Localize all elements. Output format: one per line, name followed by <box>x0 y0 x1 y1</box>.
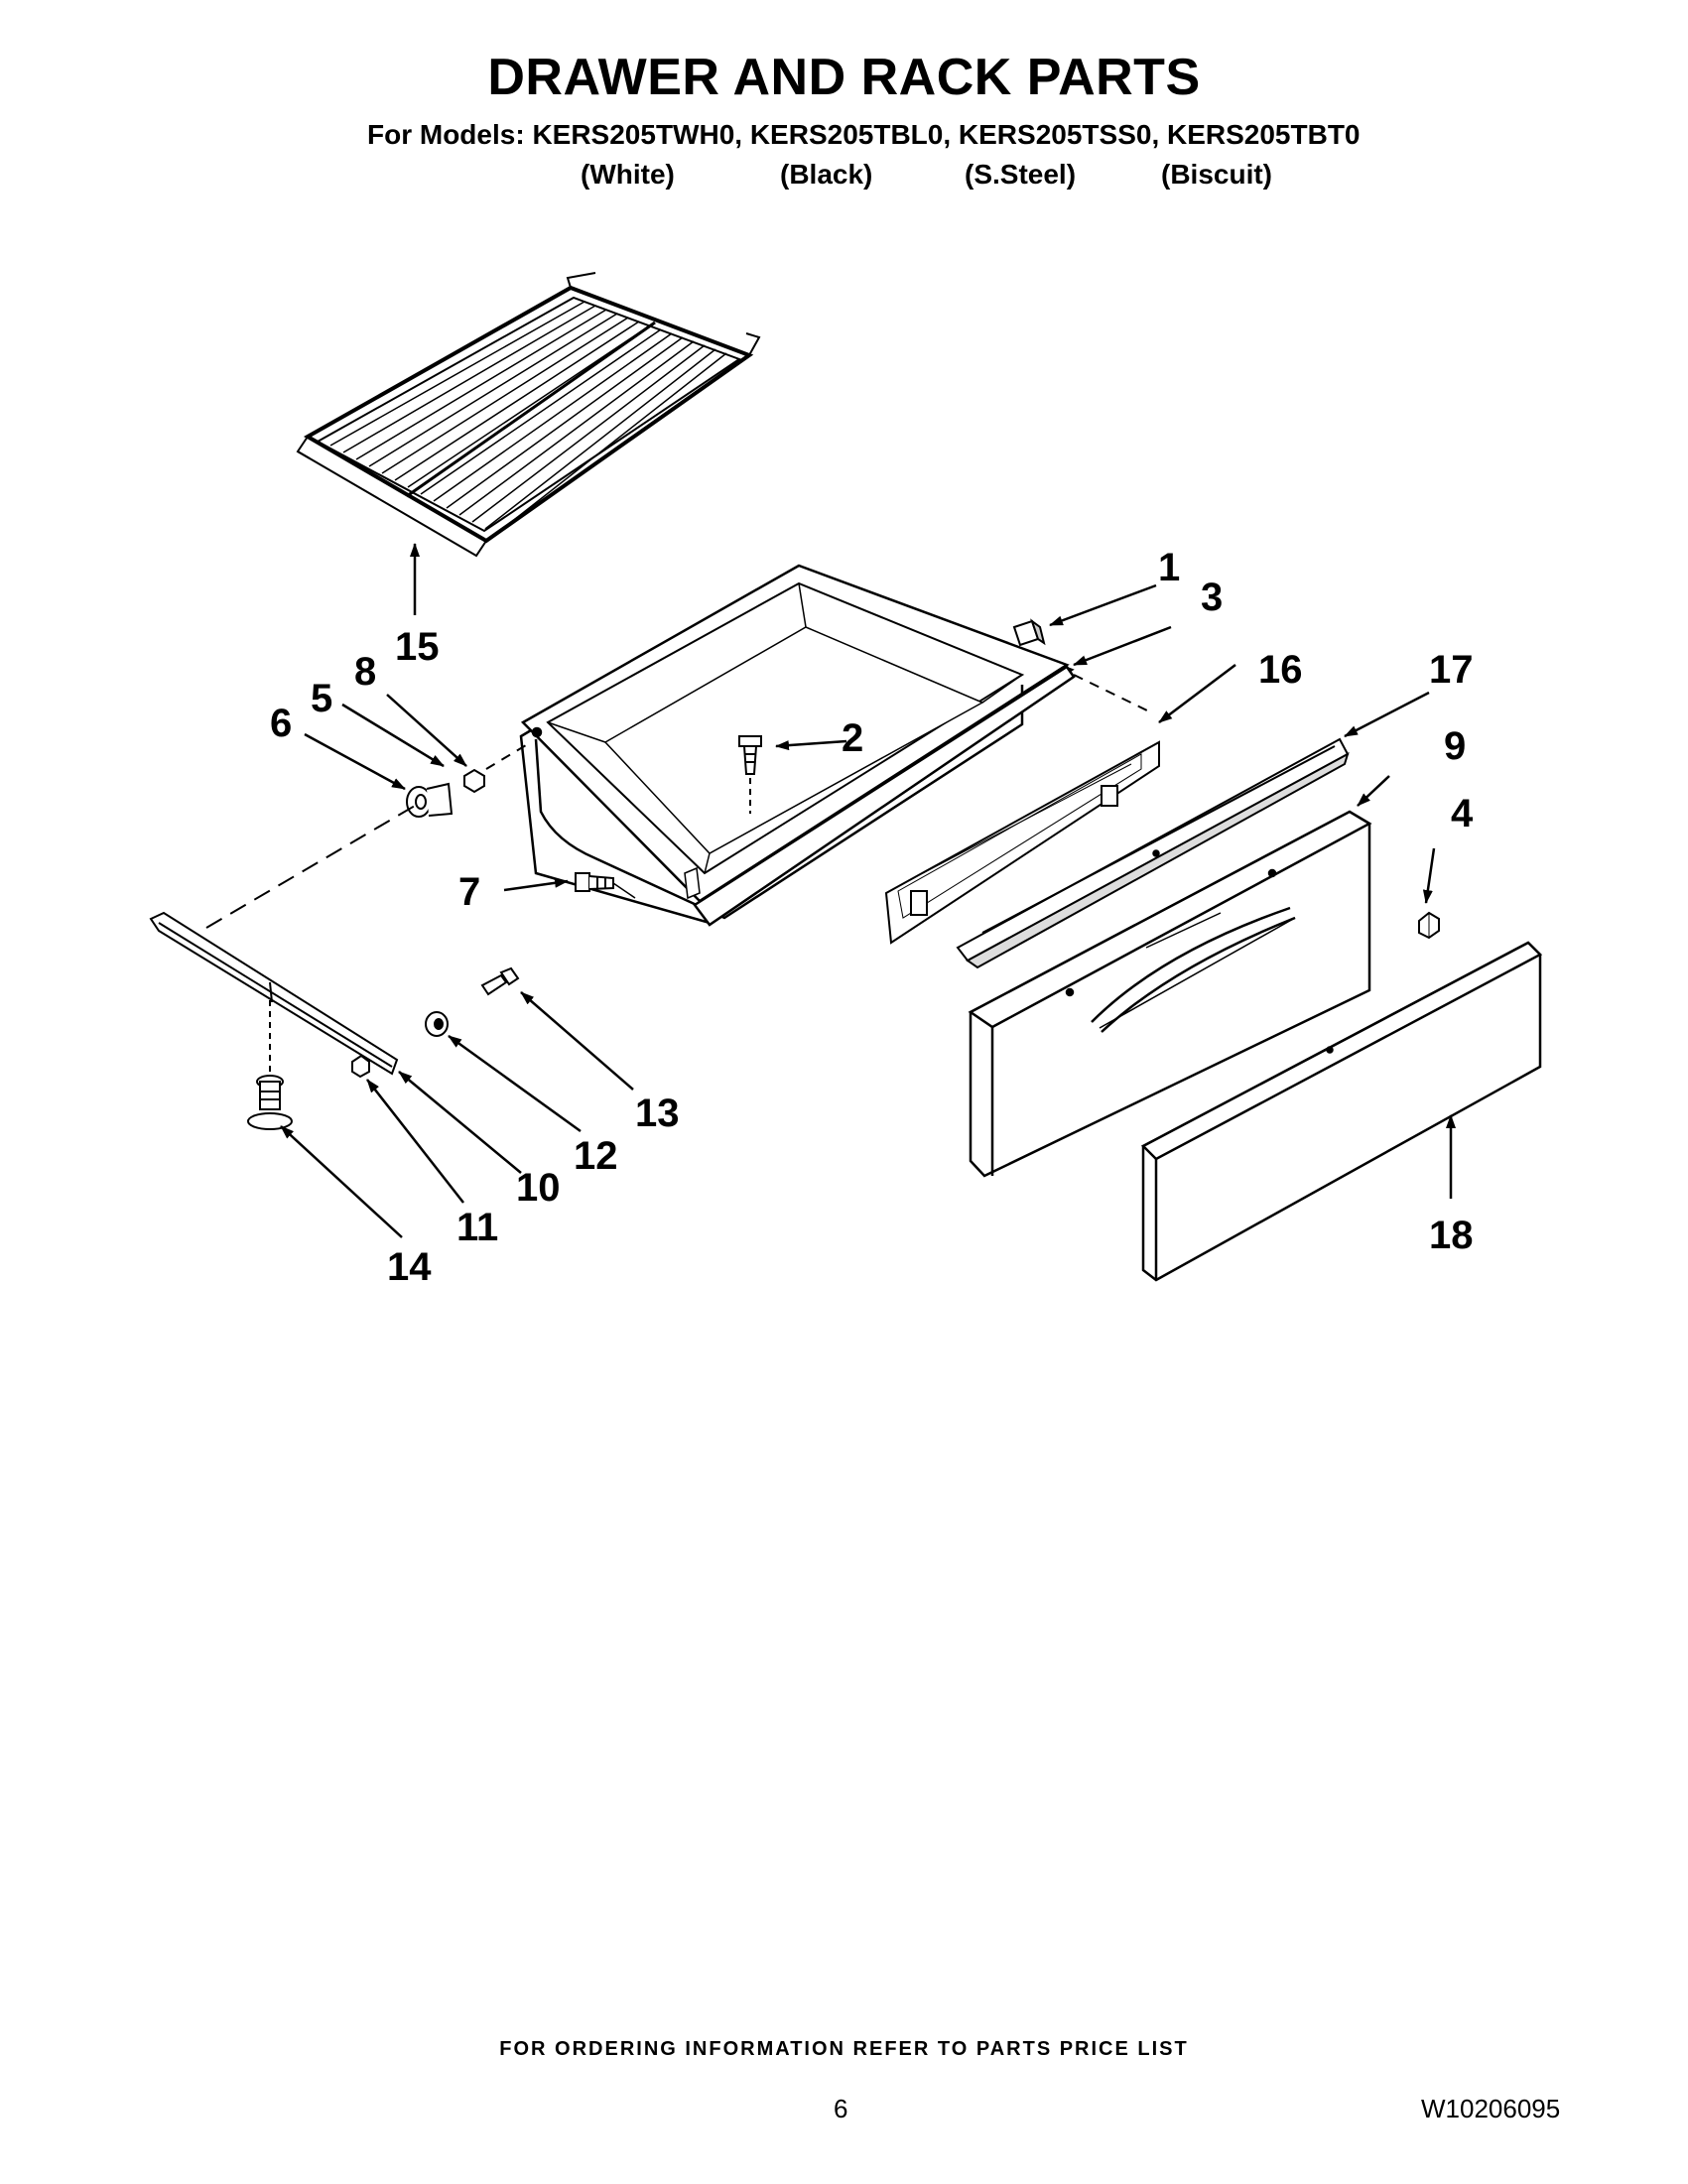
callout-7: 7 <box>458 870 480 914</box>
slide-rail <box>149 911 399 1076</box>
leader-lines <box>280 543 1456 1238</box>
callout-2: 2 <box>842 716 863 760</box>
drawer-pan <box>519 564 1076 927</box>
hardware-13-12-11 <box>351 966 520 1079</box>
callout-3: 3 <box>1201 576 1223 619</box>
callout-8: 8 <box>354 650 376 694</box>
finish-black: (Black) <box>780 159 873 190</box>
page-number: 6 <box>834 2094 848 2123</box>
door-panel-part-18 <box>1140 941 1543 1282</box>
assembly-line-clip <box>1073 674 1152 713</box>
finish-stainless: (S.Steel) <box>965 159 1077 190</box>
callout-13: 13 <box>635 1092 680 1135</box>
finish-biscuit: (Biscuit) <box>1161 159 1272 190</box>
callout-1: 1 <box>1158 546 1180 589</box>
callout-12: 12 <box>574 1134 618 1178</box>
ordering-note: FOR ORDERING INFORMATION REFER TO PARTS … <box>499 2038 1189 2060</box>
callout-15: 15 <box>395 625 440 669</box>
callout-5: 5 <box>311 677 332 720</box>
callout-14: 14 <box>387 1245 432 1289</box>
roller-assembly <box>406 768 485 818</box>
trim-part-17 <box>956 737 1350 969</box>
finish-white: (White) <box>581 159 675 190</box>
assembly-line-roller <box>205 805 416 929</box>
stud-part-7 <box>575 872 636 899</box>
callout-6: 6 <box>270 702 292 745</box>
callout-18: 18 <box>1429 1214 1474 1257</box>
document-number: W10206095 <box>1421 2094 1561 2123</box>
page-title: DRAWER AND RACK PARTS <box>487 49 1201 106</box>
callout-16: 16 <box>1258 648 1303 692</box>
screw-part-2 <box>738 735 762 814</box>
oven-rack <box>296 272 761 558</box>
clip-part-1 <box>1012 618 1046 647</box>
leveling-leg-part-14 <box>247 1075 293 1130</box>
callout-10: 10 <box>516 1166 561 1210</box>
nut-part-4 <box>1418 911 1440 940</box>
assembly-line-pan <box>485 741 532 770</box>
callout-4: 4 <box>1451 792 1474 835</box>
drawer-front-part-9 <box>968 810 1372 1178</box>
drawer-panel-part-16 <box>884 740 1160 945</box>
model-list: For Models: KERS205TWH0, KERS205TBL0, KE… <box>367 119 1361 150</box>
callout-11: 11 <box>456 1206 498 1249</box>
callout-9: 9 <box>1444 724 1466 768</box>
callout-17: 17 <box>1429 648 1474 692</box>
